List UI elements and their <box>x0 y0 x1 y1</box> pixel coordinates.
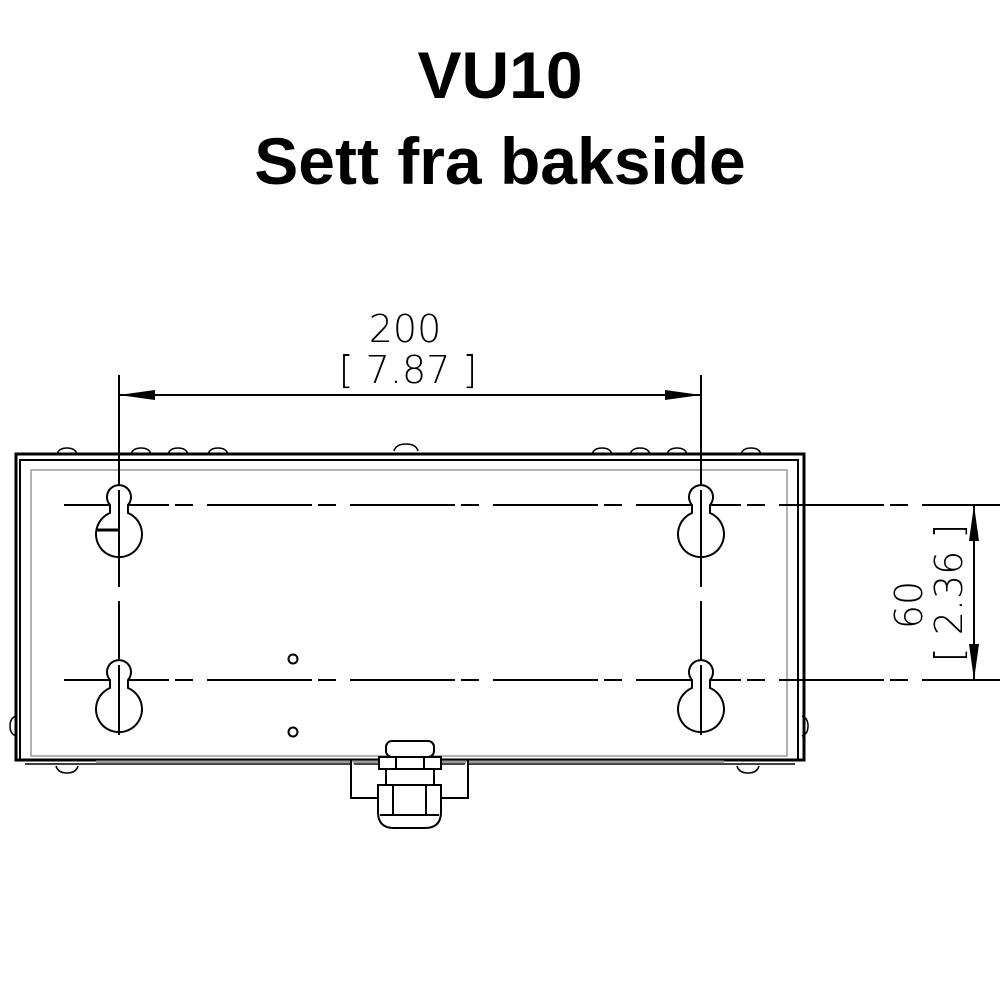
dimension-2-36-in: [ 2.36 ] <box>927 524 971 662</box>
dimension-horizontal: 200 [ 7.87 ] <box>119 307 701 400</box>
keyhole-mounting-holes <box>95 484 725 738</box>
dimension-200-mm: 200 <box>369 307 442 351</box>
dimension-7-87-in: [ 7.87 ] <box>339 348 477 392</box>
dimension-vertical: 60 [ 2.36 ] <box>887 505 979 680</box>
drawing-subtitle: Sett fra bakside <box>254 124 746 198</box>
drawing-title: VU10 <box>417 38 583 112</box>
cable-gland <box>350 740 469 829</box>
small-hole <box>287 726 299 738</box>
dimension-60-mm: 60 <box>887 581 931 629</box>
small-hole <box>287 653 299 665</box>
centerlines <box>64 375 1000 735</box>
